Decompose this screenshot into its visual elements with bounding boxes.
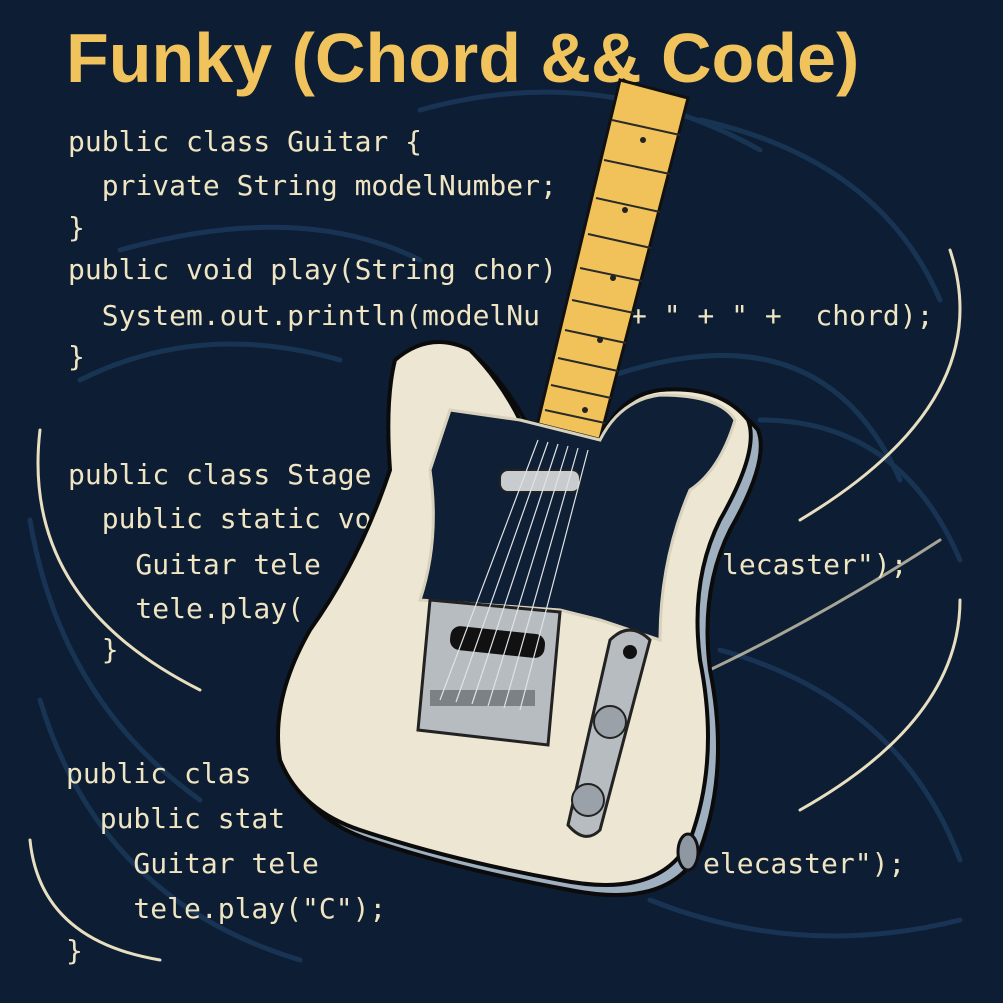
code-line: + " + " + chord); <box>630 299 934 332</box>
code-line: elecaster"); <box>703 847 906 880</box>
code-line: public static vo <box>68 502 372 535</box>
code-line: public class Guitar { <box>68 125 423 158</box>
guitar-neck <box>528 78 690 472</box>
code-line: public stat <box>66 802 286 835</box>
control-plate <box>566 628 652 838</box>
code-line: public clas <box>66 757 252 790</box>
code-line: } <box>68 211 85 244</box>
code-line: Guitar tele <box>66 847 319 880</box>
code-line: } <box>68 340 85 373</box>
code-line: public class Stage <box>68 458 372 491</box>
output-jack <box>676 832 700 872</box>
code-line: public void play(String chor) <box>68 253 557 286</box>
guitar-strings <box>439 439 589 711</box>
code-line: tele.play( <box>68 592 305 625</box>
code-line: Guitar tele <box>68 548 321 581</box>
code-line: System.out.println(modelNu <box>68 299 541 332</box>
guitar-pickguard <box>417 393 737 643</box>
code-line: } <box>68 633 119 666</box>
code-line: } <box>66 934 83 967</box>
poster-title: Funky (Chord && Code) <box>66 19 860 97</box>
code-line: lecaster"); <box>722 548 908 581</box>
code-line: tele.play("C"); <box>66 892 387 925</box>
code-line: private String modelNumber; <box>68 169 557 202</box>
guitar-bridge <box>416 598 562 747</box>
